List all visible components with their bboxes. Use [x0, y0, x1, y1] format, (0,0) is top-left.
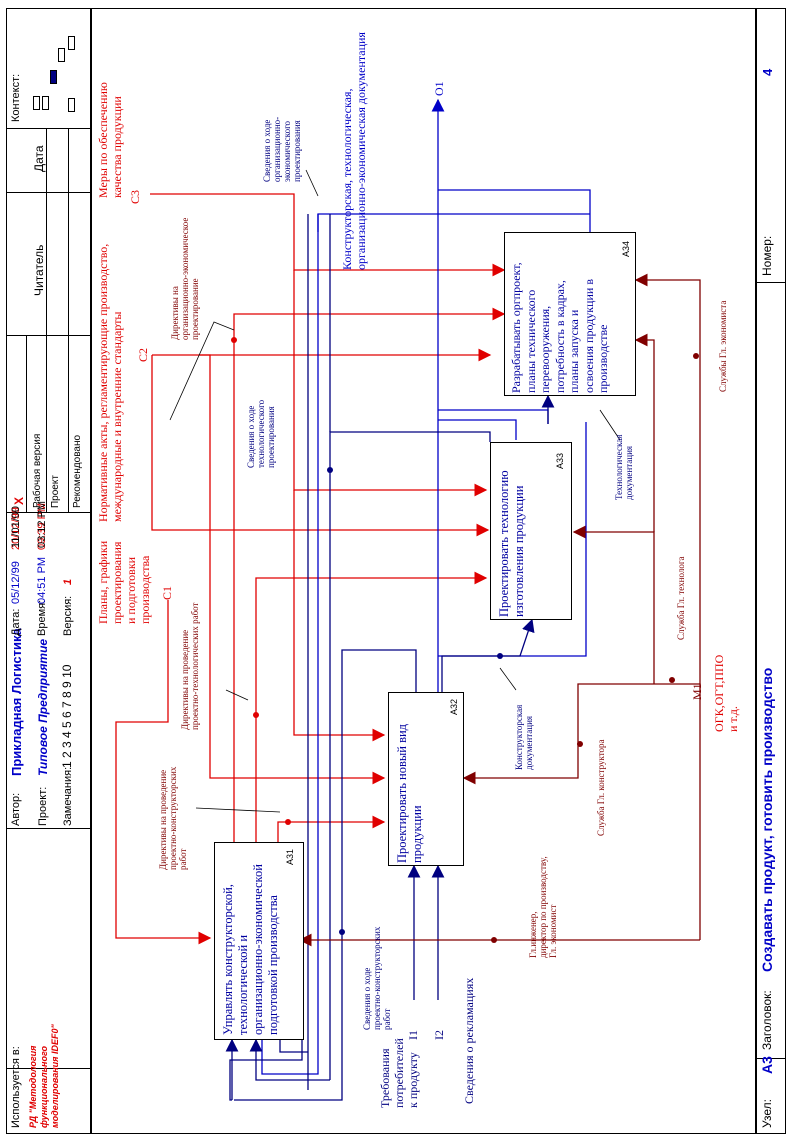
junction-fb-3	[497, 653, 503, 659]
junction-m1-1	[491, 937, 497, 943]
header-divider-h2	[6, 828, 90, 829]
arrow-inputs	[407, 864, 445, 1000]
box-a31[interactable]: Управлять конструкторской, технологическ…	[214, 842, 304, 1040]
junction-m1-4	[693, 353, 699, 359]
c3-code: C3	[128, 189, 142, 204]
m1-code: M1	[690, 683, 704, 700]
status-col-line3	[68, 128, 69, 512]
junction-dir-konstr	[285, 819, 291, 825]
header-divider-h6	[6, 128, 90, 129]
arrow-m1	[298, 273, 701, 947]
box-a31-id: A31	[285, 848, 295, 865]
junction-fb-1	[339, 929, 345, 935]
arrow-c3	[150, 193, 506, 742]
footer-divider	[755, 8, 757, 1134]
arrow-c2	[151, 348, 492, 785]
box-a34-id: A34	[621, 240, 631, 257]
footer-divider-h1	[755, 1058, 786, 1059]
junction-dir-tech	[253, 712, 259, 718]
header-divider-h4	[6, 335, 90, 336]
junction-m1-3	[669, 677, 675, 683]
junction-m1-2	[577, 741, 583, 747]
box-a32[interactable]: Проектировать новый вид продукции A32	[388, 692, 464, 866]
sluzhba-econ-label: Службы Гл. экономиста	[718, 300, 728, 392]
box-a33-id: A33	[555, 452, 565, 469]
header-divider-h5	[6, 192, 90, 193]
sluzhba-tech-label: Служба Гл. технолога	[676, 556, 686, 640]
footer-divider-h2	[755, 282, 786, 283]
junction-fb-2	[327, 467, 333, 473]
status-col-line1	[26, 335, 27, 512]
box-a33[interactable]: Проектировать технологию изготовления пр…	[490, 442, 572, 620]
sluzhba-konstr-label: Служба Гл. конструктора	[596, 739, 606, 836]
box-a34[interactable]: Разрабатывать оргпроект, планы техническ…	[504, 232, 636, 396]
arrow-c1	[115, 600, 212, 945]
c1-code: C1	[160, 585, 174, 600]
junction-dir-org	[231, 337, 237, 343]
c2-label: Нормативные акты, регламентирующие произ…	[96, 243, 124, 522]
leader-lines	[169, 169, 621, 813]
status-col-line2	[46, 128, 47, 512]
i2-label: Сведения о рекламациях	[462, 977, 476, 1104]
o1-code: O1	[432, 81, 446, 96]
arrow-directives	[233, 307, 506, 842]
gl-engineer-label: Гл.инженер,директор по производству,Гл. …	[528, 856, 558, 958]
o1-label: Конструкторская, технологическая,организ…	[340, 32, 368, 270]
box-a32-id: A32	[449, 698, 459, 715]
c2-code: C2	[136, 347, 150, 362]
header-divider	[90, 8, 92, 1134]
header-divider-h3	[6, 1068, 90, 1069]
header-divider-h1	[6, 512, 90, 513]
i2-code: I2	[432, 1030, 446, 1040]
diagram-page	[6, 8, 786, 1134]
